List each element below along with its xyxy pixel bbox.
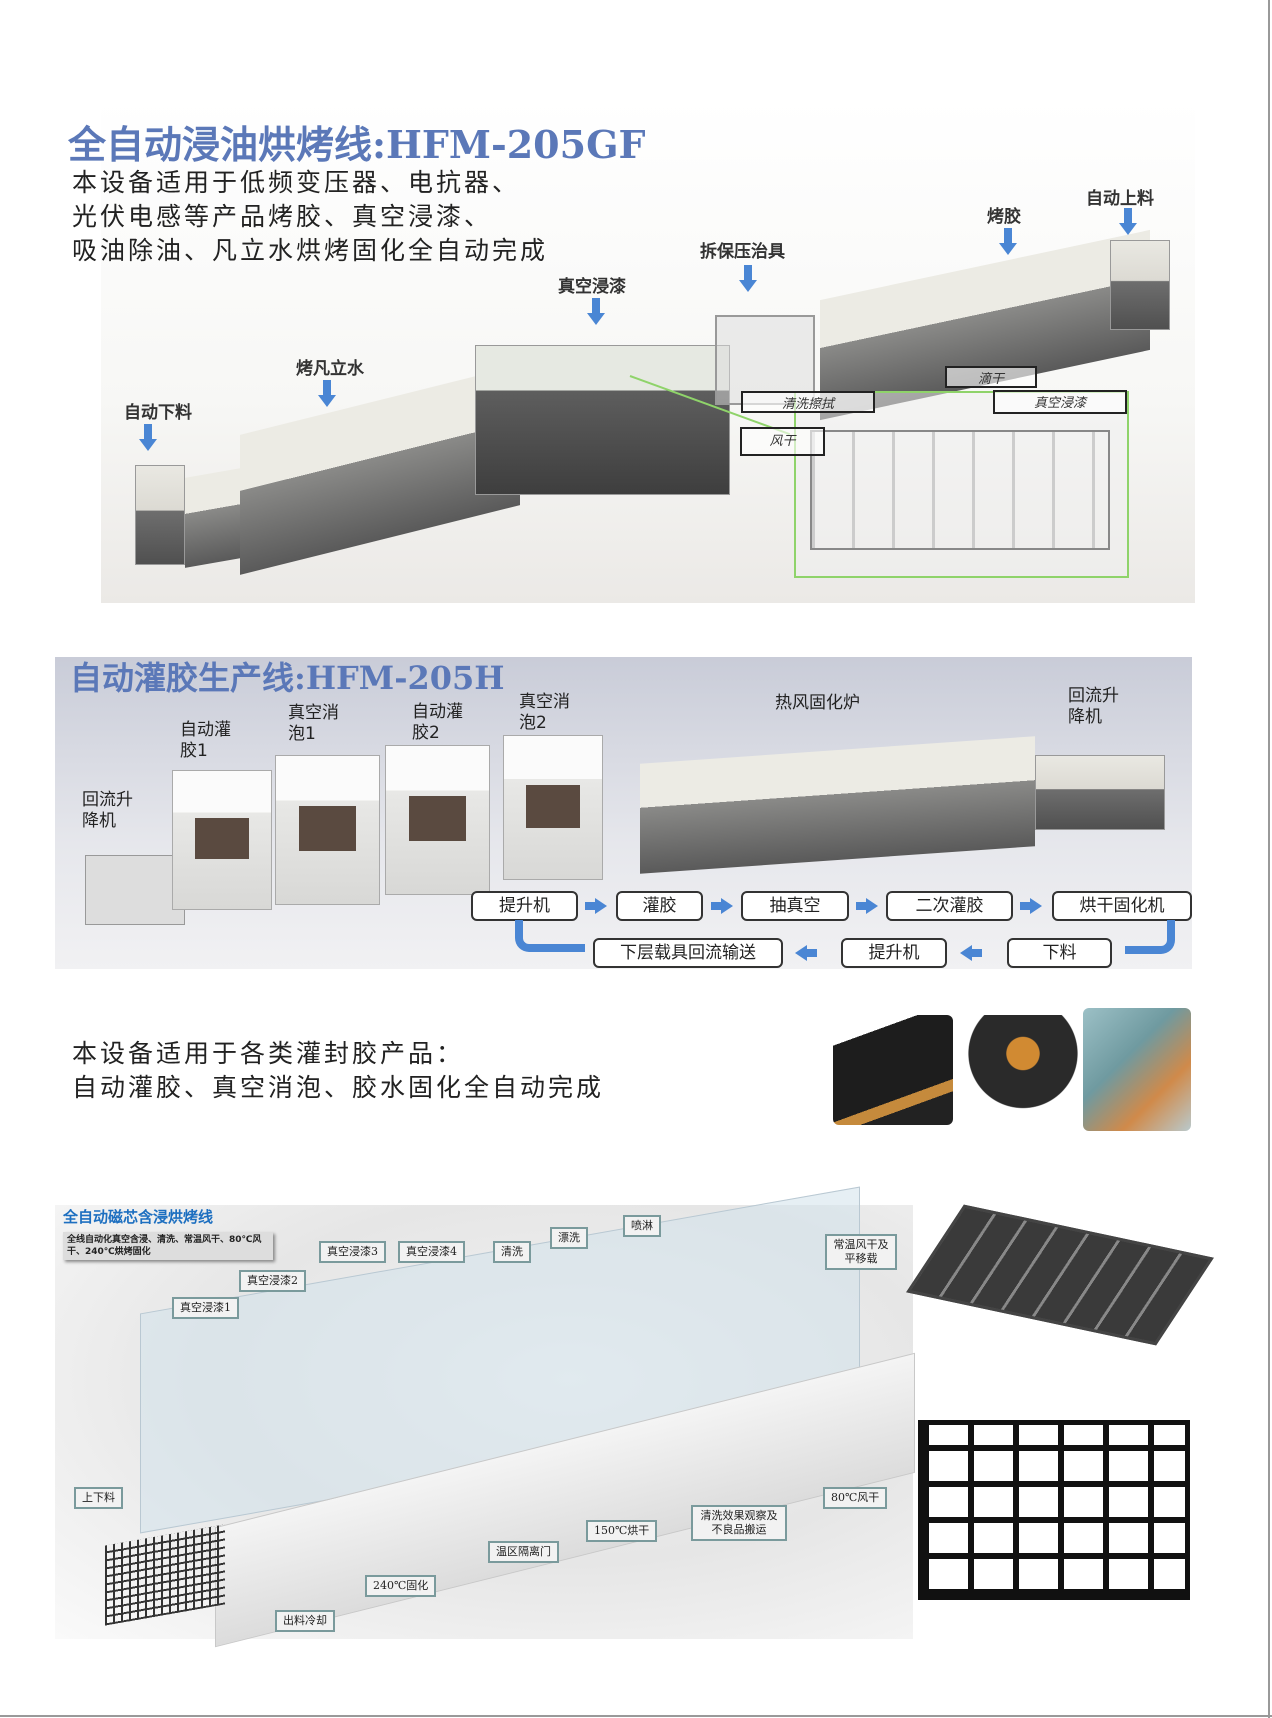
section3-description: 本设备适用于各类灌封胶产品： 自动灌胶、真空消泡、胶水固化全自动完成 [72,1037,604,1105]
desc-line: 本设备适用于各类灌封胶产品： [72,1039,465,1068]
detail-label: 滴干 [945,366,1037,388]
flow-step: 二次灌胶 [886,891,1013,921]
page-border-bottom [0,1715,1272,1717]
station-label: 自动上料 [1086,189,1154,209]
station-label: 回流升降机 [1068,686,1119,727]
loader-machine [1110,240,1170,330]
flow-step: 下料 [1007,938,1112,968]
station-label: 拆保压治具 [700,242,785,262]
callout: 清洗效果观察及不良品搬运 [691,1505,787,1541]
vacuum-cabinet [275,755,380,905]
station-label: 自动灌胶2 [412,702,463,743]
callout: 常温风干及平移载 [825,1234,897,1270]
arrow-down-icon [1119,208,1137,236]
flow-step: 灌胶 [616,891,703,921]
station-label: 自动下料 [124,403,192,423]
section1-description: 本设备适用于低频变压器、电抗器、 光伏电感等产品烤胶、真空浸漆、 吸油除油、凡立… [72,166,548,268]
flow-step: 烘干固化机 [1052,891,1192,921]
fixture-machine [715,315,815,405]
potted-product-photo [833,1015,953,1125]
detail-label: 清洗擦拭 [741,391,875,413]
arrow-right-icon [1020,898,1042,914]
arrow-right-icon [856,898,878,914]
arrow-left-icon [795,945,817,961]
flow-step: 提升机 [841,938,947,968]
potting-cabinet [385,745,490,895]
station-label: 烤胶 [987,207,1021,227]
station-label: 自动灌胶1 [180,720,231,761]
section4-title: 全自动磁芯含浸烘烤线 [63,1208,214,1226]
desc-line: 本设备适用于低频变压器、电抗器、 [72,168,521,197]
callout: 真空浸漆2 [239,1270,306,1292]
callout: 150℃烘干 [586,1520,658,1542]
desc-line: 自动灌胶、真空消泡、胶水固化全自动完成 [72,1073,605,1102]
desc-line: 吸油除油、凡立水烘烤固化全自动完成 [72,236,549,265]
station-label: 回流升降机 [82,790,133,831]
return-arrow-icon [515,920,585,952]
section4-subtitle: 全线自动化真空含浸、清洗、常温风干、80℃风干、240℃烘烤固化 [63,1232,273,1260]
detail-label: 真空浸漆 [993,390,1127,414]
callout: 80℃风干 [823,1487,888,1509]
section2-title: 自动灌胶生产线:HFM-205H [70,659,505,697]
station-label: 烤凡立水 [296,359,364,379]
callout: 漂洗 [550,1227,588,1249]
arrow-down-icon [587,298,605,326]
potting-cabinet [172,770,272,910]
arrow-down-icon [739,265,757,293]
arrow-right-icon [711,898,733,914]
arrow-down-icon [999,228,1017,256]
unloader-machine [135,465,185,565]
station-label: 真空消泡2 [519,692,570,733]
potted-product-photo [968,1015,1078,1125]
flow-step: 抽真空 [741,891,849,921]
callout: 出料冷却 [275,1610,335,1632]
station-label: 热风固化炉 [775,693,860,713]
callout: 喷淋 [623,1215,661,1237]
callout: 真空浸漆1 [172,1297,239,1319]
rack-basket-image [918,1420,1190,1600]
assembly-photo [1083,1008,1191,1131]
callout: 真空浸漆4 [398,1241,465,1263]
station-label: 真空浸漆 [558,277,626,297]
arrow-left-icon [960,945,982,961]
arrow-right-icon [585,898,607,914]
station-label: 真空消泡1 [288,703,339,744]
arrow-down-icon [318,380,336,408]
page-border-right [1268,0,1270,1718]
return-lifter-machine [1035,755,1165,830]
flow-step: 提升机 [471,891,578,921]
callout: 真空浸漆3 [319,1241,386,1263]
detail-machine-frame [810,430,1110,550]
callout: 240℃固化 [365,1575,437,1597]
desc-line: 光伏电感等产品烤胶、真空浸漆、 [72,202,493,231]
section1-title: 全自动浸油烘烤线:HFM-205GF [68,122,646,167]
vacuum-dip-machine [475,345,730,495]
vacuum-cabinet [503,735,603,880]
return-lifter-machine [85,855,185,925]
arrow-down-icon [139,424,157,452]
callout: 上下料 [74,1487,123,1509]
callout: 温区隔离门 [488,1541,559,1563]
detail-label: 风干 [740,427,825,456]
tray-basket-image [906,1204,1214,1346]
flow-step: 下层载具回流输送 [593,938,783,968]
callout: 清洗 [493,1241,531,1263]
return-arrow-icon [1125,920,1175,954]
